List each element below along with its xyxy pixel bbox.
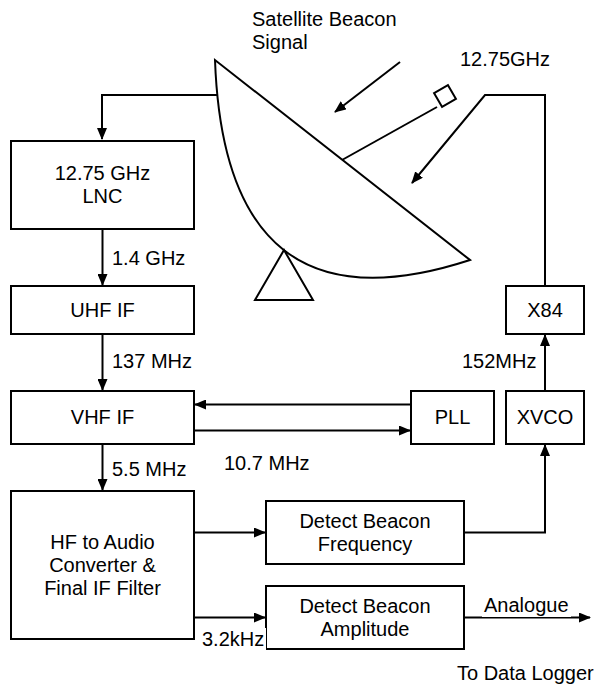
frequency-label: 1.4 GHz [110, 247, 187, 270]
converter-filter-box: HF to Audio Converter & Final IF Filter [10, 490, 195, 640]
box-label: VHF IF [71, 406, 134, 429]
feed-support [342, 107, 437, 160]
box-label: XVCO [517, 406, 574, 429]
reference-injection-wire [412, 95, 545, 285]
box-label: Detect Beacon Frequency [283, 510, 448, 556]
frequency-label: 10.7 MHz [222, 452, 312, 475]
signal-arrow [544, 335, 546, 390]
feed-horn [434, 85, 456, 107]
dish-pedestal [255, 250, 313, 300]
box-label: 12.75 GHz LNC [48, 162, 158, 208]
frequency-label: 5.5 MHz [110, 458, 188, 481]
vco-box: XVCO [505, 390, 585, 445]
signal-arrow [195, 617, 265, 619]
multiplier-box: X84 [505, 285, 585, 335]
dish-reflector [215, 60, 470, 278]
signal-arrow [195, 404, 410, 406]
frequency-label: 137 MHz [110, 350, 194, 373]
annotation-label: Satellite Beacon Signal [250, 8, 429, 54]
box-label: Detect Beacon Amplitude [283, 595, 448, 641]
frequency-label: 152MHz [460, 350, 538, 373]
feed-output-wire [102, 95, 218, 139]
signal-arrow [195, 532, 265, 534]
box-label: HF to Audio Converter & Final IF Filter [28, 531, 178, 600]
signal-arrow [102, 335, 104, 390]
detector-box: Detect Beacon Amplitude [265, 585, 465, 650]
signal-arrow [465, 445, 545, 533]
converter-box: 12.75 GHz LNC [10, 140, 195, 230]
box-label: UHF IF [70, 299, 134, 322]
annotation-label: 12.75GHz [458, 48, 552, 71]
signal-arrow [102, 445, 104, 490]
annotation-label: To Data Logger [455, 662, 596, 685]
box-label: PLL [435, 406, 471, 429]
if-stage-box: UHF IF [10, 285, 195, 335]
if-stage-box: VHF IF [10, 390, 195, 445]
signal-arrow [102, 230, 104, 285]
beacon-arrow [335, 62, 400, 112]
box-label: X84 [527, 299, 563, 322]
detector-box: Detect Beacon Frequency [265, 500, 465, 565]
annotation-label: Analogue [482, 594, 571, 617]
frequency-label: 3.2kHz [200, 628, 266, 651]
pll-box: PLL [410, 390, 495, 445]
signal-arrow [195, 430, 410, 432]
